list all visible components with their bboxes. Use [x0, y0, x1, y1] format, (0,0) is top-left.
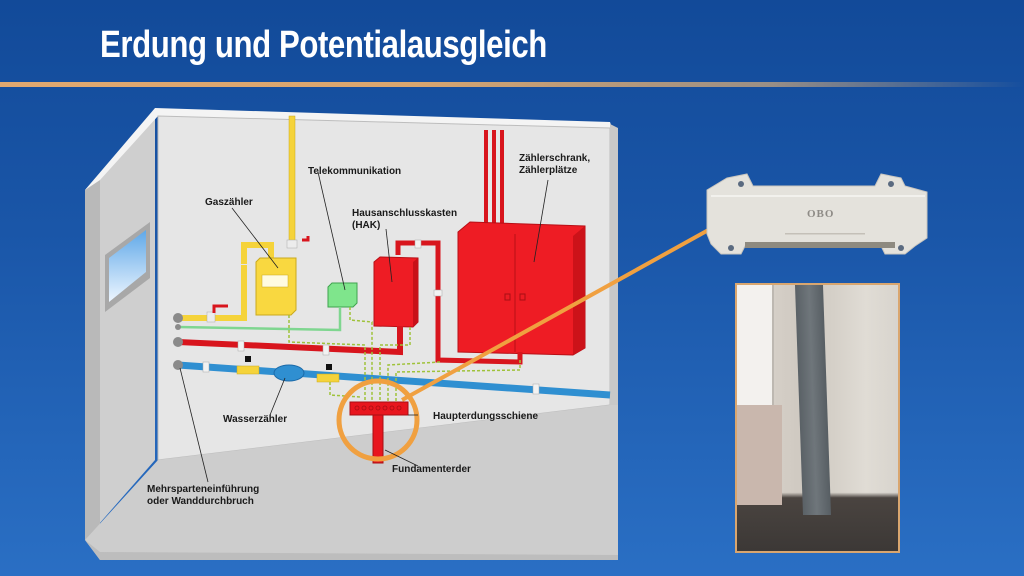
window [109, 230, 146, 302]
label-einfuehrung-line2: oder Wanddurchbruch [147, 496, 254, 507]
grounding-strip [794, 285, 832, 515]
photo-brick [737, 405, 782, 505]
highlight-circle [336, 378, 420, 462]
telekommunikation-box [327, 282, 358, 308]
label-zaehlerschrank-line1: Zählerschrank, [519, 153, 591, 164]
ground-electrode-photo [735, 283, 900, 553]
floor [85, 405, 618, 560]
busbar-photo [706, 173, 928, 255]
hausanschlusskasten [373, 256, 419, 328]
photo-panel [737, 285, 774, 405]
label-zaehlerschrank-line2: Zählerplätze [519, 165, 578, 176]
label-hak-line2: (HAK) [352, 220, 381, 231]
label-wasserzaehler: Wasserzähler [223, 414, 288, 425]
label-telekommunikation: Telekommunikation [308, 166, 402, 177]
label-gaszaehler: Gaszähler [205, 197, 253, 208]
fundamenterder [372, 414, 384, 464]
label-hak-line1: Hausanschlusskasten [352, 208, 458, 219]
label-haupterdungsschiene: Haupterdungsschiene [433, 411, 539, 422]
wasserzaehler [273, 364, 305, 382]
slide-title: Erdung und Potentialausgleich [100, 24, 547, 66]
left-wall [85, 110, 155, 540]
obo-brand-text: OBO [807, 208, 835, 220]
highlight-connector [401, 226, 713, 402]
title-divider [0, 82, 1024, 87]
label-einfuehrung-line1: Mehrsparteneinführung [147, 484, 260, 495]
label-fundamenterder: Fundamenterder [392, 464, 471, 475]
